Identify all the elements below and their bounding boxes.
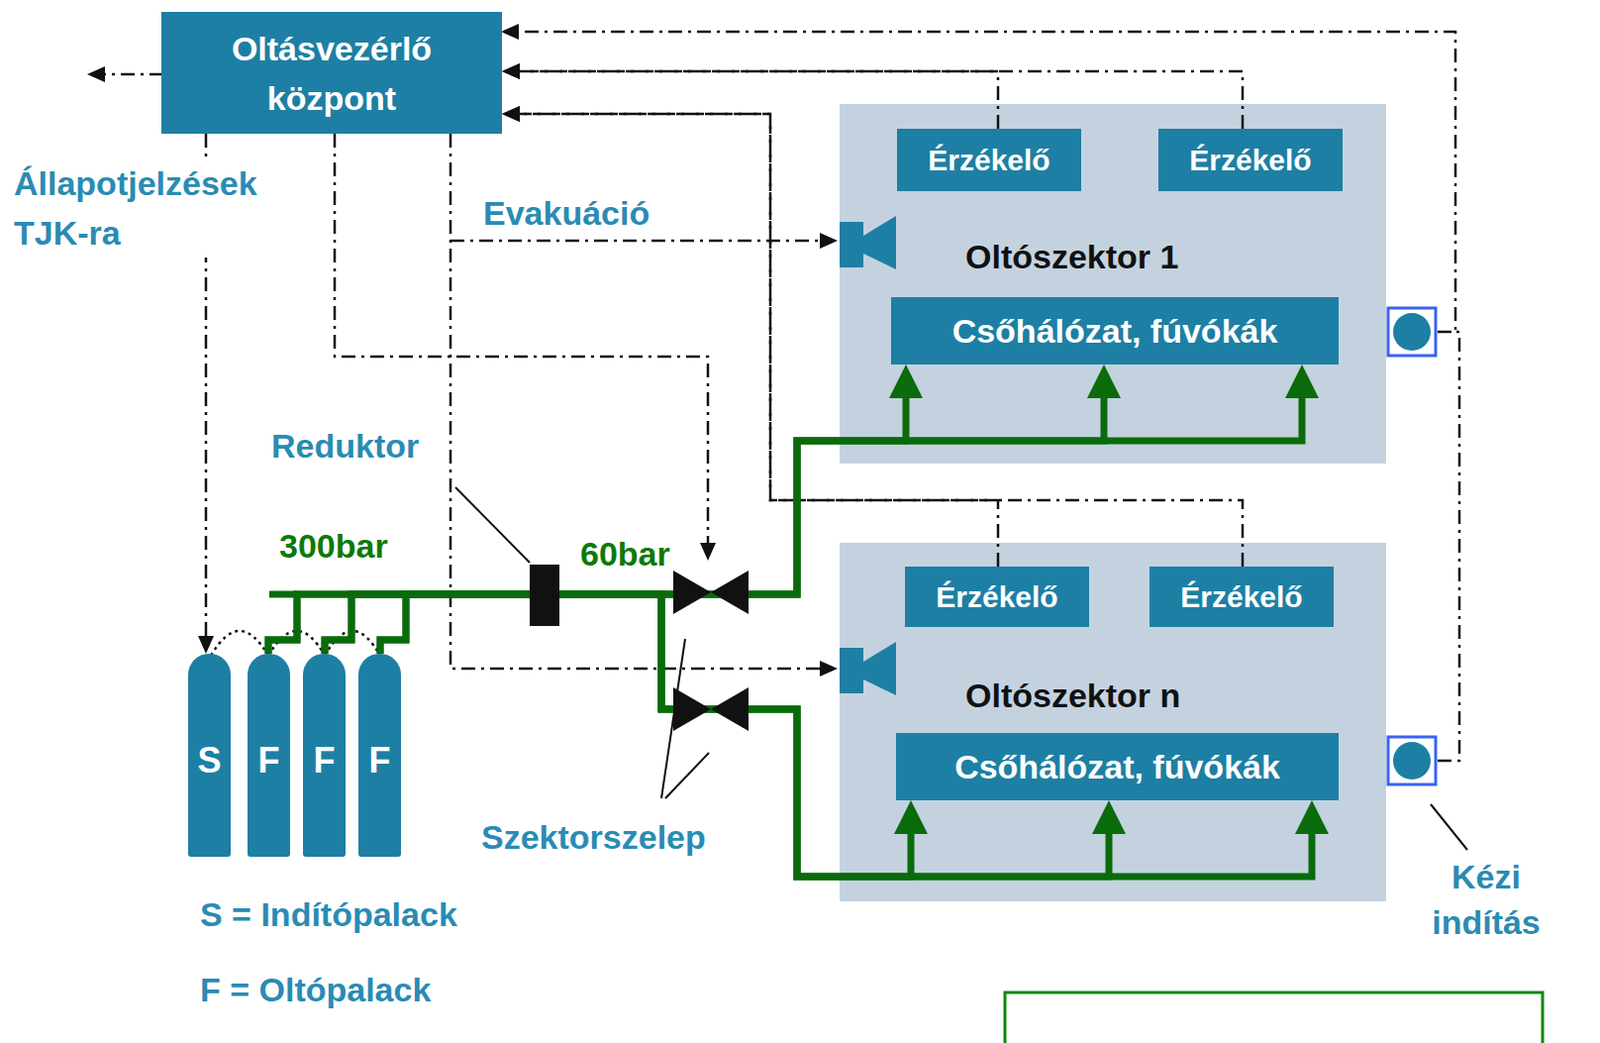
horn-body [839, 647, 864, 694]
leader-line [1430, 803, 1468, 850]
valve-symbol [710, 570, 749, 614]
horn-cone [863, 215, 897, 270]
horn-cone [863, 641, 897, 696]
control-box: Oltásvezérlő központ [161, 11, 502, 134]
connector-line [324, 398, 1104, 654]
gas-cylinder: F [302, 653, 346, 857]
arrow-head [198, 635, 214, 654]
arrow-head [1087, 364, 1121, 399]
node-label: F [258, 740, 281, 781]
arrow-head [501, 105, 520, 122]
gas-cylinder: S [188, 653, 231, 857]
node-label: Csőhálózat, fúvókák [952, 309, 1279, 352]
node-label: Érzékelő [927, 141, 1050, 180]
annotation-label: Reduktor [269, 423, 421, 468]
connector-line [519, 71, 1243, 129]
manual-button [1388, 307, 1436, 785]
signal-connector [501, 63, 999, 129]
leader-line [665, 752, 709, 799]
button-frame [1388, 307, 1436, 356]
arrow-head [87, 66, 105, 83]
node-label: Csőhálózat, fúvókák [954, 745, 1281, 788]
pipe-network-box: Csőhálózat, fúvókák [896, 732, 1339, 800]
connector-line [268, 398, 906, 654]
button-knob [1393, 741, 1431, 780]
annotation-label: F = Oltópalack [198, 966, 433, 1012]
pipe-network-box: Csőhálózat, fúvókák [891, 297, 1339, 365]
sensor-box: Érzékelő [904, 566, 1090, 627]
arrow-head [501, 105, 520, 122]
valve-symbol [673, 687, 711, 731]
arrow-head [501, 63, 520, 80]
pipe-connector [324, 364, 1121, 654]
signal-connector [501, 63, 1243, 129]
horn-body [839, 221, 864, 268]
valve-symbol [710, 687, 749, 731]
frame-box [1004, 992, 1543, 1043]
horn-symbol [839, 215, 897, 696]
annotation-label: Állapotjelzések TJK-ra [11, 158, 313, 258]
valve-symbol [673, 570, 711, 614]
pipe-connector [268, 364, 923, 654]
gas-cylinder: F [247, 653, 291, 857]
annotation-label: Kézi indítás [1409, 853, 1563, 945]
sector-title: Oltószektor 1 [965, 234, 1179, 279]
button-knob [1393, 312, 1431, 351]
pipe-stub [269, 591, 298, 599]
button-frame [1388, 736, 1436, 785]
sector-valve [673, 570, 749, 731]
sector-panel: Oltószektor n Érzékelő ÉrzékelőCsőhálózat,… [839, 542, 1387, 901]
arrow-head [500, 23, 519, 40]
leader-line [455, 487, 530, 563]
annotation-label: Evakuáció [481, 191, 652, 235]
arrow-head [1285, 364, 1319, 399]
node-label: Érzékelő [1189, 141, 1311, 180]
arrow-head [889, 364, 923, 399]
node-label: Érzékelő [1180, 578, 1302, 616]
node-label: F [369, 740, 392, 781]
arrow-head [501, 63, 520, 80]
node-label: Oltásvezérlő központ [173, 23, 491, 123]
arrow-head [894, 800, 928, 834]
control-lines [102, 31, 1460, 761]
annotation-label: 300bar [277, 524, 391, 567]
connector-line [268, 594, 911, 877]
sensor-box: Érzékelő [897, 128, 1082, 192]
gas-cylinder: F [358, 653, 401, 857]
sector-title: Oltószektor n [965, 673, 1181, 717]
arrow-head [819, 232, 838, 249]
annotation-label: Szektorszelep [479, 814, 708, 859]
node-label: Érzékelő [935, 578, 1058, 616]
sensor-box: Érzékelő [1158, 128, 1343, 192]
pilot-link [210, 630, 269, 656]
arrow-head [1092, 800, 1126, 834]
annotation-label: 60bar [578, 532, 673, 575]
reductor-symbol [529, 564, 560, 626]
arrow-head [700, 542, 716, 561]
sensor-box: Érzékelő [1149, 566, 1334, 627]
pipe-connector [268, 594, 928, 877]
node-label: F [313, 740, 336, 781]
leader-lines [455, 487, 1468, 850]
annotation-label: S = Indítópalack [198, 891, 460, 937]
arrow-head [819, 660, 838, 677]
status-line [102, 73, 164, 77]
valve-control-line [334, 133, 708, 543]
node-label: S [197, 740, 221, 781]
sector-panel: Oltószektor 1 Érzékelő ÉrzékelőCsőhálózat,… [839, 103, 1387, 464]
connector-line [519, 71, 999, 129]
arrow-head [1295, 800, 1329, 834]
sector-ground [839, 542, 1387, 901]
evacuation-line [450, 133, 822, 669]
